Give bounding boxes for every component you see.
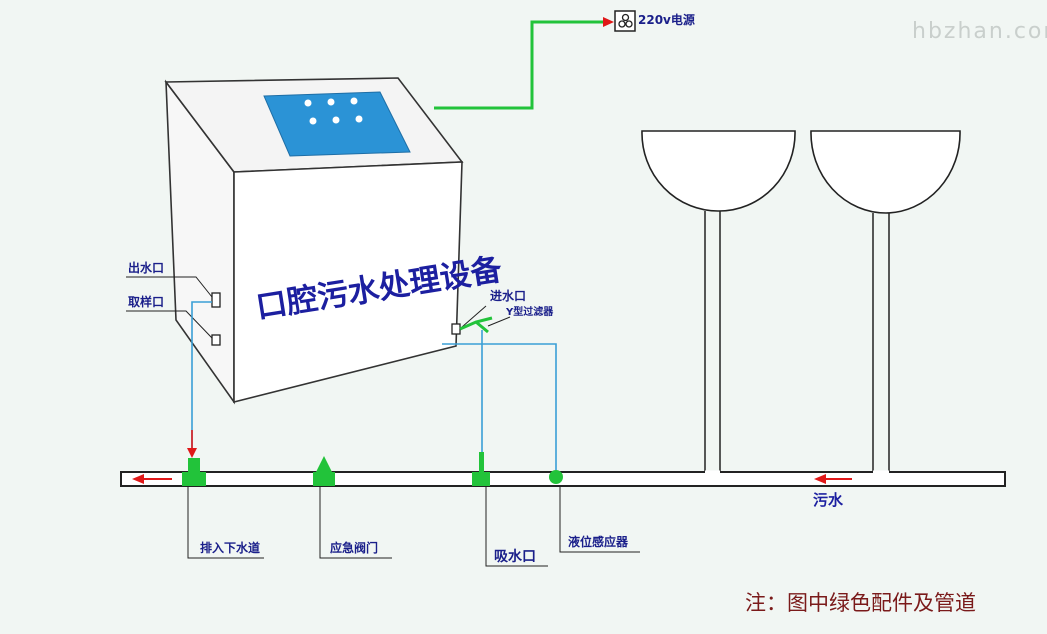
watermark-text: hbzhan.com [912, 19, 1047, 44]
drain-fitting [182, 458, 206, 486]
control-screen [263, 91, 411, 157]
flow-arrow-right-icon [814, 474, 852, 484]
down-arrow-icon [187, 448, 197, 458]
filter-leader-line [487, 316, 511, 327]
power-cable [434, 20, 605, 110]
inlet-port [451, 323, 461, 335]
power-arrow-icon [603, 17, 614, 27]
sample-label: 取样口 [128, 294, 164, 309]
footnote: 注：图中绿色配件及管道 [745, 591, 976, 615]
power-label: 220v电源 [638, 12, 695, 27]
inlet-label: 进水口 [490, 288, 526, 303]
treatment-machine: 口腔污水处理设备 [164, 77, 505, 405]
screen-button-dots [304, 97, 363, 125]
sample-leader-line [126, 310, 213, 339]
y-filter-icon [459, 316, 493, 334]
sewage-main-pipe [120, 471, 1006, 487]
outlet-leader-line [126, 276, 213, 298]
sink-basin-1 [641, 130, 796, 472]
inlet-leader-line [461, 305, 487, 328]
emergency-valve [313, 456, 335, 486]
filter-label: Y型过滤器 [505, 305, 554, 318]
wastewater-label: 污水 [813, 491, 844, 509]
outlet-pipe [191, 301, 212, 452]
outlet-label: 出水口 [128, 260, 164, 275]
suction-fitting [472, 452, 490, 486]
machine-front-panel [233, 161, 463, 404]
drain-label: 排入下水道 [200, 540, 260, 555]
level-sensor [549, 470, 563, 484]
power-socket-icon [614, 10, 636, 32]
sensor-label: 液位感应器 [568, 534, 629, 549]
flow-arrow-left-icon [132, 474, 172, 484]
outlet-port [211, 292, 221, 308]
sensor-pipe [442, 343, 557, 470]
sample-port [211, 334, 221, 346]
suction-label: 吸水口 [494, 548, 536, 565]
water-pipes [191, 301, 557, 472]
bottom-leader-lines [187, 486, 640, 567]
sink-basin-2 [810, 130, 961, 472]
valve-label: 应急阀门 [330, 540, 378, 555]
